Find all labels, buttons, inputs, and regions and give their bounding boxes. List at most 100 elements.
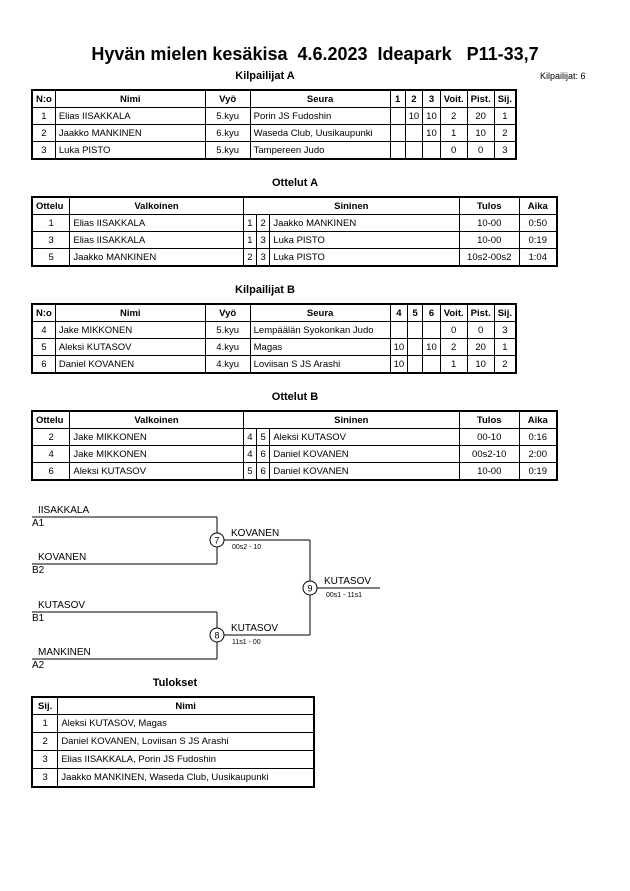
cell-score bbox=[422, 141, 441, 160]
semi2-score: 11s1 - 00 bbox=[232, 639, 261, 646]
table-row: 3 Jaakko MANKINEN, Waseda Club, Uusikaup… bbox=[31, 768, 315, 787]
cell-result: 00-10 bbox=[458, 428, 520, 446]
col-no: N:o bbox=[31, 89, 56, 108]
cell-white: Elias IISAKKALA bbox=[69, 231, 244, 249]
semi1-top-seed: A1 bbox=[32, 518, 45, 529]
cell-score bbox=[407, 321, 424, 339]
cell-time: 0:19 bbox=[518, 231, 558, 249]
cell-blue: Aleksi KUTASOV bbox=[269, 428, 460, 446]
cell-blue-no: 5 bbox=[256, 428, 271, 446]
page-title: Hyvän mielen kesäkisa 4.6.2023 Ideapark … bbox=[91, 44, 539, 64]
semi1-winner: KOVANEN bbox=[231, 528, 279, 539]
semi1-score: 00s2 - 10 bbox=[232, 544, 261, 551]
cell-white-no: 2 bbox=[242, 248, 258, 267]
cell-rank: 3 bbox=[31, 768, 59, 787]
col-no: N:o bbox=[31, 303, 56, 322]
cell-rank: 2 bbox=[493, 355, 517, 374]
cell-rank: 3 bbox=[493, 141, 517, 160]
cell-match-no: 5 bbox=[31, 248, 71, 267]
col-wins: Voit. bbox=[439, 303, 468, 322]
col-2: 2 bbox=[404, 89, 424, 108]
col-6: 6 bbox=[422, 303, 441, 322]
cell-rank: 3 bbox=[31, 750, 59, 769]
cell-blue: Daniel KOVANEN bbox=[269, 445, 460, 463]
col-white: Valkoinen bbox=[69, 196, 244, 215]
cell-score: 10 bbox=[389, 338, 409, 356]
cell-time: 0:16 bbox=[518, 428, 558, 446]
semi2-top-name: KUTASOV bbox=[38, 600, 85, 611]
table-row: 6 Aleksi KUTASOV 5 6 Daniel KOVANEN 10-0… bbox=[31, 462, 558, 481]
col-wins: Voit. bbox=[439, 89, 468, 108]
col-points: Pist. bbox=[466, 89, 495, 108]
table-row: 2 Daniel KOVANEN, Loviisan S JS Arashi bbox=[31, 732, 315, 751]
cell-time: 1:04 bbox=[518, 248, 558, 267]
cell-belt: 5.kyu bbox=[204, 107, 251, 125]
cell-name: Luka PISTO bbox=[54, 141, 206, 160]
cell-white: Aleksi KUTASOV bbox=[69, 462, 244, 481]
pool-b-table: N:o Nimi Vyö Seura 4 5 6 Voit. Pist. Sij… bbox=[31, 303, 517, 374]
col-name: Nimi bbox=[54, 303, 206, 322]
cell-rank: 1 bbox=[493, 338, 517, 356]
cell-score bbox=[422, 321, 441, 339]
cell-score: 10 bbox=[422, 338, 441, 356]
cell-rank: 1 bbox=[493, 107, 517, 125]
col-blue: Sininen bbox=[242, 410, 460, 429]
cell-blue-no: 6 bbox=[256, 462, 271, 481]
cell-blue-no: 3 bbox=[256, 248, 271, 267]
match-7-marker bbox=[209, 532, 225, 548]
cell-no: 6 bbox=[31, 355, 56, 374]
pool-b-header-row: N:o Nimi Vyö Seura 4 5 6 Voit. Pist. Sij… bbox=[31, 303, 517, 322]
semi2-bottom-seed: A2 bbox=[32, 660, 45, 671]
cell-name: Aleksi KUTASOV, Magas bbox=[57, 714, 315, 733]
results-heading: Tulokset bbox=[152, 677, 198, 689]
col-points: Pist. bbox=[466, 303, 495, 322]
pool-b-heading: Kilpailijat B bbox=[235, 284, 295, 296]
cell-name: Jaakko MANKINEN, Waseda Club, Uusikaupun… bbox=[57, 768, 315, 787]
cell-wins: 1 bbox=[439, 355, 468, 374]
cell-rank: 3 bbox=[493, 321, 517, 339]
cell-rank: 2 bbox=[493, 124, 517, 142]
table-row: 1 Aleksi KUTASOV, Magas bbox=[31, 714, 315, 733]
col-match: Ottelu bbox=[31, 410, 71, 429]
match-9-number: 9 bbox=[307, 584, 312, 594]
col-rank: Sij. bbox=[31, 696, 59, 715]
table-row: 3 Luka PISTO 5.kyu Tampereen Judo 0 0 3 bbox=[31, 141, 517, 160]
col-1: 1 bbox=[389, 89, 406, 108]
table-row: 1 Elias IISAKKALA 5.kyu Porin JS Fudoshi… bbox=[31, 107, 517, 125]
cell-blue-no: 2 bbox=[256, 214, 271, 232]
matches-a-table: Ottelu Valkoinen Sininen Tulos Aika 1 El… bbox=[31, 196, 558, 267]
col-result: Tulos bbox=[458, 410, 520, 429]
col-result: Tulos bbox=[458, 196, 520, 215]
cell-white-no: 5 bbox=[242, 462, 258, 481]
col-white: Valkoinen bbox=[69, 410, 244, 429]
cell-belt: 4.kyu bbox=[204, 338, 251, 356]
col-rank: Sij. bbox=[493, 89, 517, 108]
cell-score: 10 bbox=[422, 107, 441, 125]
cell-white: Elias IISAKKALA bbox=[69, 214, 244, 232]
cell-wins: 1 bbox=[439, 124, 468, 142]
table-row: 1 Elias IISAKKALA 1 2 Jaakko MANKINEN 10… bbox=[31, 214, 558, 232]
semi1-top-name: IISAKKALA bbox=[38, 505, 89, 516]
cell-score bbox=[404, 124, 424, 142]
col-time: Aika bbox=[518, 196, 558, 215]
table-row: 2 Jaakko MANKINEN 6.kyu Waseda Club, Uus… bbox=[31, 124, 517, 142]
pool-a-header-row: N:o Nimi Vyö Seura 1 2 3 Voit. Pist. Sij… bbox=[31, 89, 517, 108]
cell-result: 10-00 bbox=[458, 462, 520, 481]
cell-no: 5 bbox=[31, 338, 56, 356]
cell-blue-no: 3 bbox=[256, 231, 271, 249]
cell-score bbox=[422, 355, 441, 374]
cell-score bbox=[407, 355, 424, 374]
cell-blue: Luka PISTO bbox=[269, 248, 460, 267]
cell-match-no: 6 bbox=[31, 462, 71, 481]
cell-points: 10 bbox=[466, 124, 495, 142]
bracket-diagram: 7 8 9 IISAKKALA A1 KOVANEN B2 KUTASOV B1… bbox=[32, 505, 380, 671]
cell-match-no: 2 bbox=[31, 428, 71, 446]
cell-score bbox=[407, 338, 424, 356]
cell-match-no: 4 bbox=[31, 445, 71, 463]
cell-white: Jake MIKKONEN bbox=[69, 445, 244, 463]
semi1-bottom-name: KOVANEN bbox=[38, 552, 86, 563]
cell-score bbox=[389, 321, 409, 339]
final-score: 00s1 - 11s1 bbox=[326, 592, 362, 599]
cell-wins: 0 bbox=[439, 141, 468, 160]
cell-no: 1 bbox=[31, 107, 56, 125]
